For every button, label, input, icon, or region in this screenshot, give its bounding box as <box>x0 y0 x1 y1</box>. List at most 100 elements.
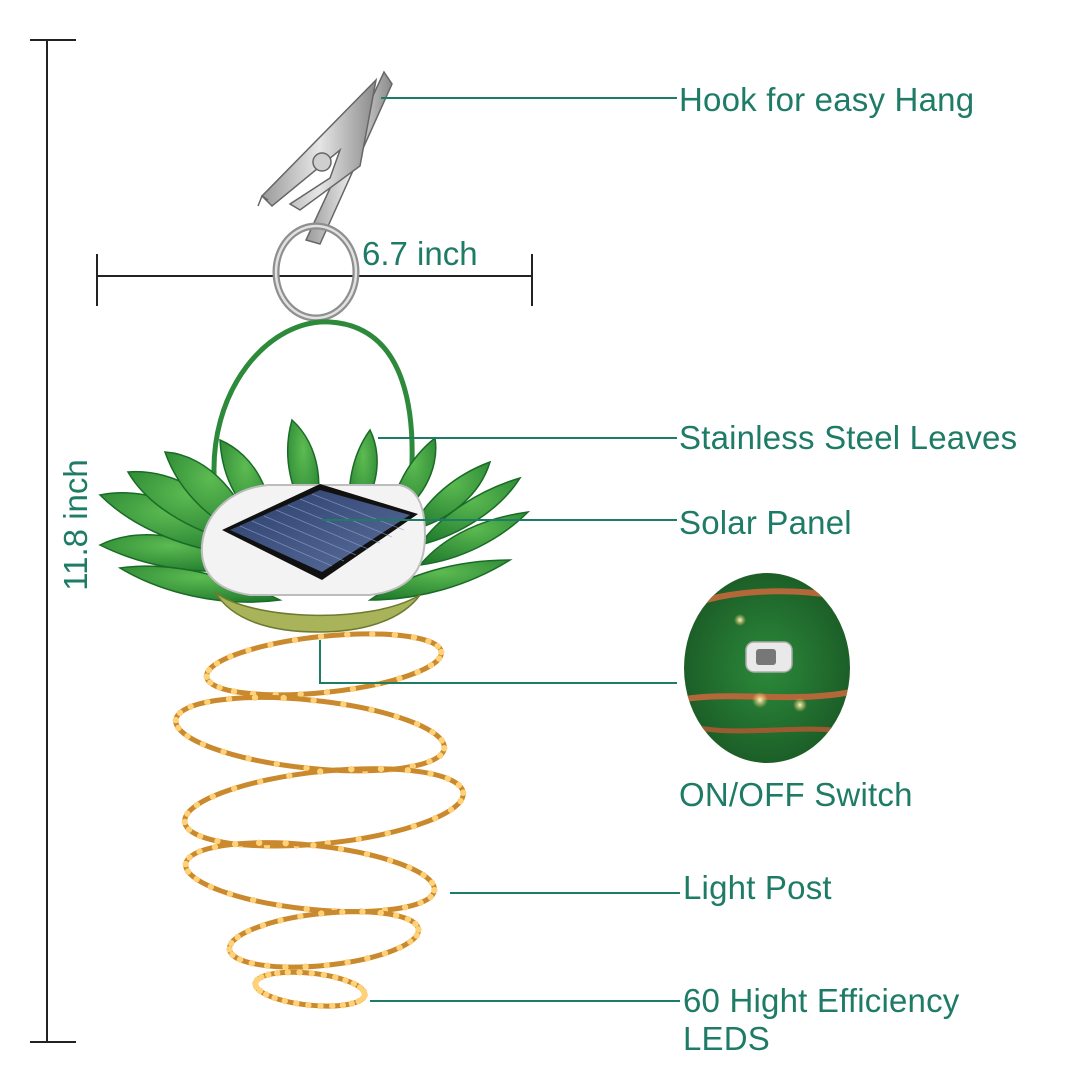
led-dot <box>181 818 188 826</box>
led-dot <box>280 694 287 702</box>
led-dot <box>211 843 219 851</box>
led-dot <box>214 837 221 845</box>
leaves-label: Stainless Steel Leaves <box>679 419 1018 456</box>
led-dot <box>360 987 367 995</box>
led-dot <box>184 732 191 740</box>
led-dot <box>199 741 207 748</box>
led-dot <box>207 883 214 891</box>
led-dot <box>337 845 345 853</box>
led-dot <box>339 1001 347 1009</box>
alligator-clip-icon <box>257 70 393 245</box>
led-dot <box>182 860 189 868</box>
led-dot <box>409 763 416 770</box>
led-dot <box>282 840 289 847</box>
led-dot <box>205 667 213 674</box>
led-dot <box>401 904 409 911</box>
led-dot <box>396 675 403 682</box>
led-dot <box>303 764 310 772</box>
led-dot <box>432 815 439 822</box>
led-dot <box>255 839 263 847</box>
led-dot <box>384 830 391 837</box>
led-dot <box>227 653 234 660</box>
led-dot <box>187 703 194 710</box>
led-dot <box>396 944 403 951</box>
led-dot <box>318 910 325 917</box>
led-dot <box>363 850 371 858</box>
led-dot <box>438 737 445 744</box>
led-dot <box>277 917 284 924</box>
led-dot <box>303 905 310 913</box>
led-dot <box>220 748 227 756</box>
leds-label: 60 Hight Efficiency LEDS <box>683 982 960 1057</box>
led-dot <box>271 994 278 1002</box>
led-dot <box>258 973 265 981</box>
led-dot <box>447 806 455 813</box>
led-dot <box>412 920 419 928</box>
led-dot <box>414 668 421 676</box>
led-dot <box>431 887 438 894</box>
led-dot <box>368 706 375 714</box>
led-dot <box>265 971 272 978</box>
led-dot <box>184 868 192 875</box>
led-dot <box>317 768 324 775</box>
switch-inset <box>684 573 850 763</box>
led-dot <box>209 793 216 800</box>
led-dot <box>267 641 274 648</box>
led-dot <box>386 857 394 864</box>
led-dot <box>438 648 445 656</box>
led-dot <box>460 789 467 796</box>
led-dot <box>302 963 309 970</box>
led-dot <box>340 701 347 708</box>
led-dot <box>207 679 214 686</box>
switch-label: ON/OFF Switch <box>679 776 913 813</box>
led-dot <box>245 647 252 654</box>
led-dot <box>251 694 259 701</box>
led-dot <box>427 893 434 901</box>
width-dimension-label: 6.7 inch <box>362 235 478 272</box>
led-dot <box>263 991 270 998</box>
led-dot <box>369 630 376 638</box>
led-dot <box>344 959 351 966</box>
led-dot <box>420 871 427 879</box>
led-dot <box>231 840 239 848</box>
led-dot <box>329 1002 336 1010</box>
led-dot <box>441 745 448 752</box>
led-dot <box>273 760 280 768</box>
led-dot <box>184 810 191 817</box>
led-dot <box>348 1000 355 1007</box>
led-dot <box>417 899 424 906</box>
led-dot <box>435 655 443 662</box>
led-dot <box>259 922 267 929</box>
led-dot <box>291 636 299 644</box>
led-dot <box>415 926 422 933</box>
led-dot <box>349 685 357 692</box>
led-dot <box>332 974 339 981</box>
led-dot <box>434 642 441 650</box>
switch-icon <box>745 641 793 673</box>
hook-label: Hook for easy Hang <box>679 81 975 118</box>
led-dot <box>213 660 221 667</box>
led-dot <box>355 835 362 843</box>
led-dot <box>391 631 399 639</box>
led-dot <box>455 781 463 789</box>
leader-lines <box>319 97 680 1002</box>
led-dot <box>296 969 303 976</box>
light-post-label: Light Post <box>683 869 832 906</box>
led-dot <box>225 695 233 703</box>
led-dot <box>230 688 238 695</box>
led-dot <box>436 752 444 759</box>
led-dot <box>406 864 413 871</box>
led-dot <box>427 662 435 669</box>
led-dot <box>427 770 434 777</box>
led-dot <box>317 1002 324 1010</box>
led-dot <box>392 912 400 919</box>
led-dot <box>193 876 200 883</box>
led-dot <box>428 879 436 887</box>
led-dot <box>404 767 412 774</box>
led-dot <box>226 890 234 898</box>
led-dot <box>350 980 358 987</box>
led-dot <box>249 896 257 904</box>
led-dot <box>196 832 204 840</box>
